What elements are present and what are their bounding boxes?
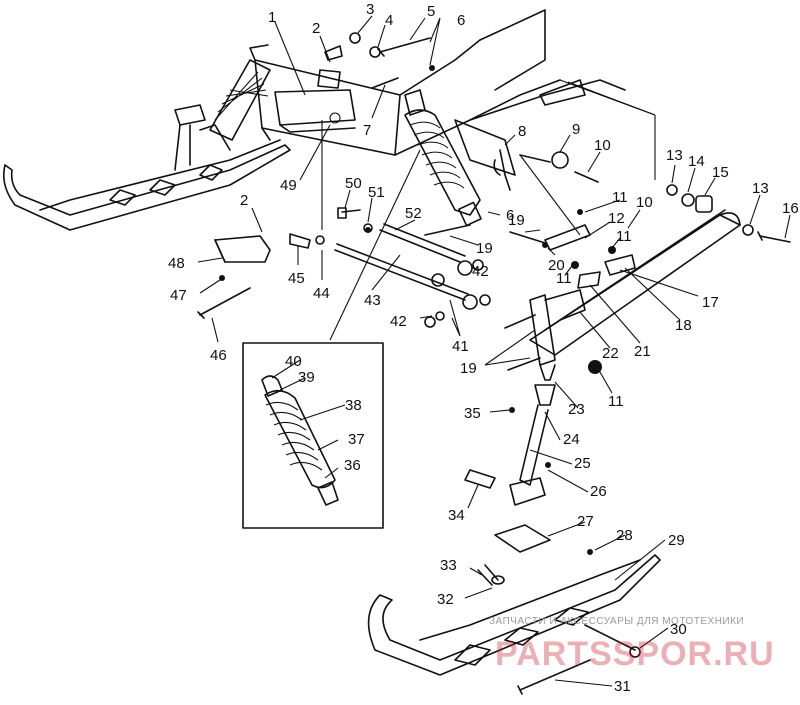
- callout-9: 9: [572, 121, 580, 138]
- callout-5: 5: [427, 3, 435, 20]
- callout-43: 43: [364, 292, 381, 309]
- callout-42b: 42: [390, 313, 407, 330]
- callout-28: 28: [616, 527, 633, 544]
- callout-labels: 1 2 3 4 5 6 7 8 9 10 13 14 15 13 16 10 1…: [168, 1, 799, 695]
- callout-31: 31: [614, 678, 631, 695]
- bracket-48: [197, 235, 271, 319]
- callout-50: 50: [345, 175, 362, 192]
- callout-18: 18: [675, 317, 692, 334]
- spindle-assembly: [464, 254, 636, 506]
- callout-2: 2: [312, 20, 320, 37]
- callout-19c: 19: [460, 360, 477, 377]
- callout-6b: 6: [506, 207, 514, 224]
- callout-11c: 11: [556, 270, 572, 287]
- callout-12: 12: [608, 210, 625, 227]
- callout-11b: 11: [616, 228, 632, 245]
- callout-51: 51: [368, 184, 385, 201]
- callout-33: 33: [440, 557, 457, 574]
- callout-20: 20: [548, 257, 565, 274]
- callout-17: 17: [702, 294, 719, 311]
- callout-35: 35: [464, 405, 481, 422]
- callout-11: 11: [612, 189, 628, 206]
- callout-26: 26: [590, 483, 607, 500]
- callout-46: 46: [210, 347, 227, 364]
- callout-49: 49: [280, 177, 297, 194]
- callout-29: 29: [668, 532, 685, 549]
- radius-rods: [334, 223, 491, 310]
- callout-47: 47: [170, 287, 187, 304]
- callout-2b: 2: [240, 192, 248, 209]
- callout-8: 8: [518, 123, 526, 140]
- callout-10: 10: [594, 137, 611, 154]
- callout-22: 22: [602, 345, 619, 362]
- watermark-logo: PARTSSPOR.RU: [495, 635, 775, 673]
- callout-14: 14: [688, 153, 705, 170]
- callout-40: 40: [285, 353, 302, 370]
- callout-19b: 19: [476, 240, 493, 257]
- chassis-frame: [249, 9, 626, 156]
- leader-lines: [197, 15, 791, 687]
- callout-52: 52: [405, 205, 422, 222]
- callout-34: 34: [448, 507, 465, 524]
- front-ski: [367, 524, 661, 695]
- callout-39: 39: [298, 369, 315, 386]
- solid-nuts: [219, 65, 616, 555]
- callout-44: 44: [313, 285, 330, 302]
- shock-mount-bracket: [274, 69, 356, 133]
- upper-control-arm: [454, 119, 516, 191]
- background-ski: [2, 104, 291, 231]
- left-shock-absorber: [209, 59, 271, 141]
- callout-38: 38: [345, 397, 362, 414]
- trailing-arm: [529, 209, 741, 356]
- callout-37: 37: [348, 431, 365, 448]
- callout-32: 32: [437, 591, 454, 608]
- callout-10b: 10: [636, 194, 653, 211]
- callout-16: 16: [782, 200, 799, 217]
- callout-13: 13: [666, 147, 683, 164]
- callout-4: 4: [385, 12, 393, 29]
- callout-25: 25: [574, 455, 591, 472]
- callout-19: 19: [508, 212, 525, 229]
- inset-shock-detail: [242, 342, 384, 529]
- callout-7: 7: [363, 122, 371, 139]
- callout-41: 41: [452, 338, 469, 355]
- callout-42: 42: [472, 263, 489, 280]
- callout-36: 36: [344, 457, 361, 474]
- callout-3: 3: [366, 1, 374, 18]
- callout-27: 27: [577, 513, 594, 530]
- callout-1: 1: [268, 9, 276, 26]
- hardware-bolts: [289, 32, 791, 371]
- callout-45: 45: [288, 270, 305, 287]
- callout-15: 15: [712, 164, 729, 181]
- callout-23: 23: [568, 401, 585, 418]
- callout-48: 48: [168, 255, 185, 272]
- callout-24: 24: [563, 431, 580, 448]
- callout-21: 21: [634, 343, 651, 360]
- main-shock-absorber: [404, 89, 482, 227]
- callout-13b: 13: [752, 180, 769, 197]
- callout-30: 30: [670, 621, 687, 638]
- callout-6: 6: [457, 12, 465, 29]
- callout-11d: 11: [608, 393, 624, 410]
- watermark-tagline: ЗАПЧАСТИ И АКСЕССУАРЫ ДЛЯ МОТОТЕХНИКИ: [489, 616, 744, 627]
